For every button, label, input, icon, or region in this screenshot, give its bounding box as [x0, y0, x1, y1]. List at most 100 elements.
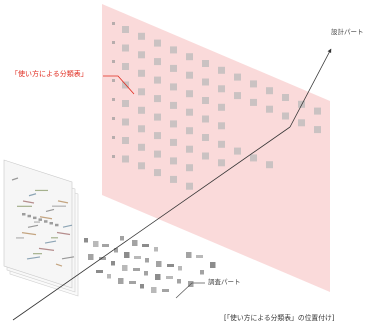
survey-heading-mark [27, 214, 31, 218]
survey-sketch-stroke [26, 256, 41, 260]
design-thumbnail [250, 80, 257, 88]
survey-thumbnail [166, 276, 173, 279]
design-thumbnail [154, 113, 161, 121]
design-row-marker [112, 41, 115, 44]
survey-thumbnail [107, 274, 111, 279]
design-thumbnail [170, 175, 177, 183]
survey-sketch-stroke [39, 216, 53, 220]
design-plane [102, 4, 330, 292]
survey-heading-mark [44, 220, 48, 223]
design-thumbnail [186, 127, 193, 135]
survey-sketch-stroke [44, 240, 57, 244]
axis-arrow [289, 48, 332, 128]
survey-heading-mark [33, 216, 37, 220]
survey-heading-mark [55, 223, 59, 227]
survey-sketch-stroke [57, 200, 69, 204]
design-thumbnail [218, 85, 225, 93]
survey-thumbnail [93, 241, 99, 247]
design-thumbnail [266, 87, 273, 95]
design-thumbnail [170, 138, 177, 146]
design-row-marker [112, 79, 115, 82]
survey-sketch-stroke [11, 177, 19, 181]
design-thumbnail [234, 147, 241, 155]
design-thumbnail [138, 125, 145, 133]
survey-thumbnail [99, 257, 106, 260]
design-thumbnail [170, 83, 177, 91]
survey-thumbnail [178, 266, 182, 271]
design-thumbnail [250, 98, 257, 106]
design-thumbnail [154, 76, 161, 84]
design-row-marker [112, 117, 115, 120]
survey-sketch-stroke [62, 224, 73, 228]
survey-thumbnail [210, 262, 216, 268]
survey-thumbnail [124, 252, 130, 258]
survey-thumbnail [144, 271, 148, 276]
design-thumbnail [170, 157, 177, 165]
survey-sheet-front [3, 159, 73, 289]
usage-table-label: 「使い方による分類表」 [11, 70, 88, 78]
design-thumbnail [234, 73, 241, 81]
design-thumbnail [266, 161, 273, 169]
survey-sketch-stroke [22, 200, 35, 204]
design-thumbnail [186, 164, 193, 172]
design-thumbnail [186, 145, 193, 153]
design-thumbnail-grid [112, 22, 321, 190]
survey-sketch-stroke [28, 193, 37, 197]
design-thumbnail [186, 71, 193, 79]
design-thumbnail [186, 90, 193, 98]
design-thumbnail [122, 63, 129, 70]
design-thumbnail [122, 137, 129, 144]
design-row-marker [112, 155, 115, 158]
survey-thumbnail [142, 244, 149, 247]
survey-thumbnail [134, 256, 141, 259]
survey-thumbnail [177, 279, 181, 284]
survey-thumbnail [88, 254, 94, 260]
design-row-marker [112, 22, 115, 25]
design-thumbnail [314, 107, 321, 115]
design-row-marker [112, 60, 115, 63]
survey-thumbnail [156, 261, 162, 267]
design-thumbnail [218, 159, 225, 167]
design-thumbnail [154, 58, 161, 66]
design-thumbnail [202, 115, 209, 123]
design-thumbnail [202, 97, 209, 104]
design-thumbnail [122, 26, 129, 33]
design-row-marker [112, 98, 115, 101]
survey-thumbnail [186, 252, 192, 258]
survey-thumbnail [111, 261, 115, 266]
survey-thumbnail [154, 247, 158, 252]
survey-thumbnail [118, 278, 124, 284]
survey-thumbnail [200, 270, 204, 275]
design-thumbnail [122, 44, 129, 52]
survey-sketch-stroke [45, 208, 55, 213]
design-thumbnail [218, 103, 225, 111]
survey-thumbnail [84, 238, 88, 243]
design-thumbnail [170, 120, 177, 128]
survey-heading-mark [38, 218, 42, 221]
survey-heading-mark [49, 222, 53, 225]
design-thumbnail [314, 126, 321, 134]
design-thumbnail [202, 152, 209, 160]
axis-line [12, 126, 291, 321]
design-thumbnail [186, 53, 193, 61]
design-thumbnail [138, 162, 145, 170]
design-thumbnail [138, 88, 145, 96]
survey-thumbnail [196, 255, 203, 258]
survey-part-label: 調査パート [208, 278, 241, 286]
design-thumbnail [154, 132, 161, 140]
survey-thumbnail [132, 240, 138, 246]
design-thumbnail [250, 154, 257, 162]
design-thumbnail [154, 95, 161, 103]
survey-part-leader [175, 282, 205, 299]
survey-thumbnail [162, 289, 169, 292]
design-thumbnail [122, 100, 129, 107]
design-thumbnail [138, 143, 145, 151]
design-thumbnail [202, 60, 209, 67]
design-row-marker [112, 136, 115, 139]
design-thumbnail [234, 92, 241, 100]
design-thumbnail [218, 122, 225, 130]
design-thumbnail [266, 105, 273, 113]
design-thumbnail [202, 134, 209, 141]
survey-thumbnail-cluster [84, 236, 216, 293]
